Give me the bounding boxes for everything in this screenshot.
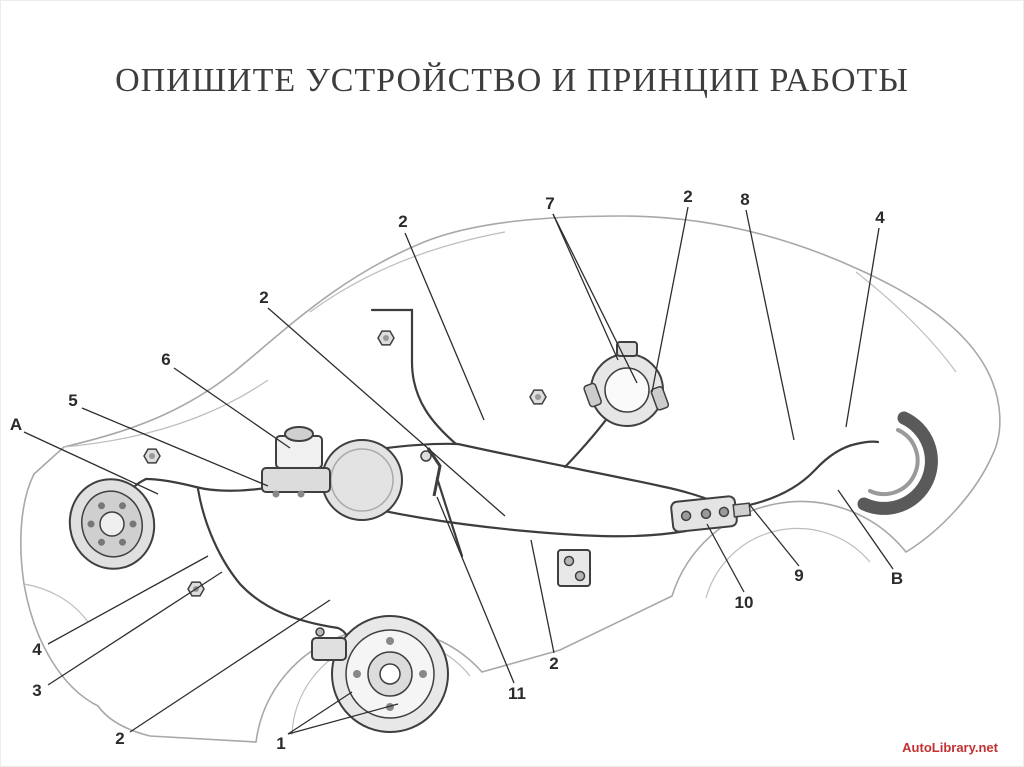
vacuum-booster xyxy=(321,439,403,521)
bleeder-valve xyxy=(315,627,325,637)
callout-8: A xyxy=(10,415,22,434)
master-cylinder-assembly xyxy=(261,426,403,521)
rear-right-brake-assembly xyxy=(857,411,938,515)
callout-12: 1 xyxy=(276,734,285,753)
slide-title: ОПИШИТЕ УСТРОЙСТВО И ПРИНЦИП РАБОТЫ xyxy=(115,62,909,99)
callout-10: 3 xyxy=(32,681,41,700)
callout-2: 2 xyxy=(683,187,692,206)
callout-11: 2 xyxy=(115,729,124,748)
callout-9: 4 xyxy=(32,640,42,659)
callout-14: 2 xyxy=(549,654,558,673)
pedal-bracket xyxy=(420,447,442,497)
callouts: 2 7 2 8 4 2 6 5 A 4 3 2 1 11 2 10 9 B xyxy=(10,187,903,753)
bracket-arm xyxy=(435,476,464,558)
callout-16: 9 xyxy=(794,566,803,585)
callout-13: 11 xyxy=(508,684,526,703)
callout-1: 7 xyxy=(545,194,554,213)
rear-left-brake-assembly xyxy=(583,341,670,427)
callout-6: 6 xyxy=(161,350,170,369)
watermark: AutoLibrary.net xyxy=(902,740,998,755)
callout-3: 8 xyxy=(740,190,749,209)
car-outline xyxy=(20,215,1001,743)
callout-0: 2 xyxy=(398,212,407,231)
mounting-bracket xyxy=(557,549,591,587)
front-right-brake-assembly xyxy=(311,615,449,733)
callout-4: 4 xyxy=(875,208,885,227)
hex-fitting xyxy=(377,330,395,346)
master-cylinder xyxy=(261,467,331,493)
callout-5: 2 xyxy=(259,288,268,307)
leader-lines xyxy=(23,206,894,735)
callout-17: B xyxy=(891,569,903,588)
hex-fitting xyxy=(529,389,547,405)
wheel-cylinder xyxy=(311,637,347,661)
pressure-regulator xyxy=(670,495,752,533)
hose-clamp xyxy=(583,382,602,408)
front-left-brake-assembly xyxy=(68,478,156,570)
reservoir-cap xyxy=(284,426,314,442)
brake-pipes xyxy=(128,308,880,654)
hex-fitting xyxy=(143,448,161,464)
hose-clamp xyxy=(650,385,670,411)
rear-wheel-arc xyxy=(705,527,871,599)
callout-15: 10 xyxy=(735,593,754,612)
callout-7: 5 xyxy=(68,391,77,410)
